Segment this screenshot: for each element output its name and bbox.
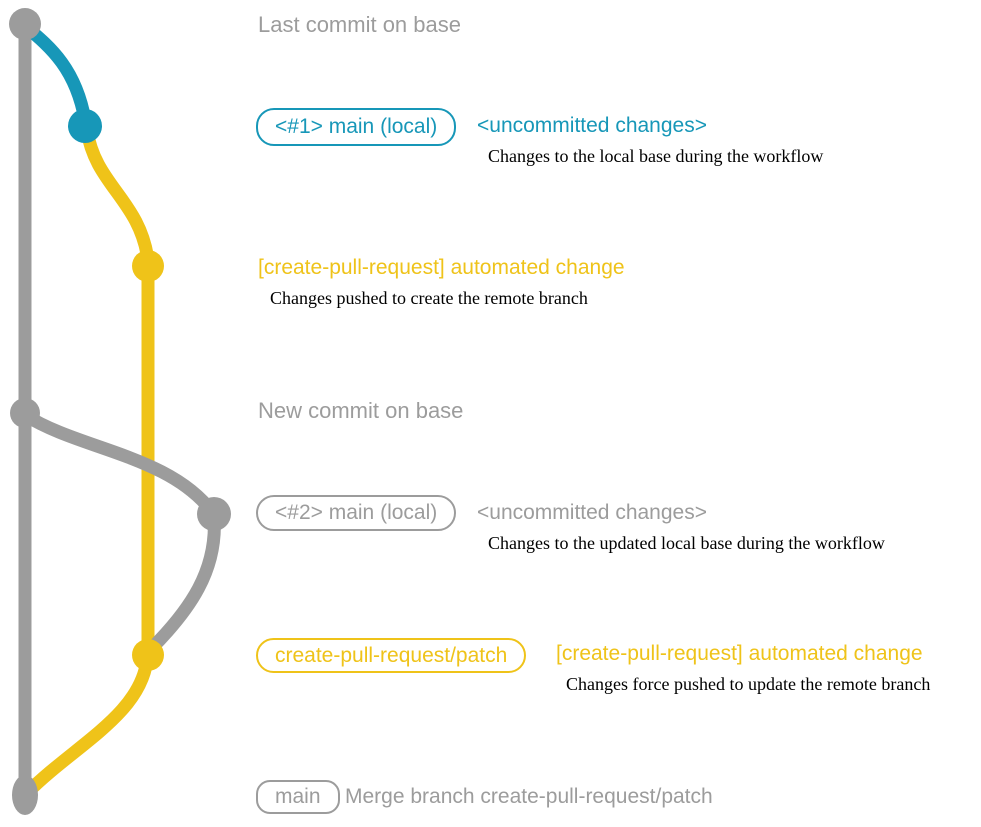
uncommitted-changes-label-1: <uncommitted changes> bbox=[477, 114, 707, 137]
last-commit-on-base-label: Last commit on base bbox=[258, 12, 461, 37]
automated-change-desc-1: Changes pushed to create the remote bran… bbox=[270, 288, 588, 308]
local-main2-rebase-curve bbox=[143, 509, 221, 657]
commit-node-automated-change1 bbox=[132, 250, 164, 282]
uncommitted-changes-desc-1: Changes to the local base during the wor… bbox=[488, 146, 824, 166]
merge-branch-curve bbox=[20, 653, 154, 800]
badge-main: main bbox=[256, 780, 340, 814]
new-commit-on-base-label: New commit on base bbox=[258, 398, 464, 423]
commit-graph bbox=[9, 8, 231, 815]
automated-change-label-2: [create-pull-request] automated change bbox=[556, 642, 923, 665]
commit-node-local-main2 bbox=[197, 497, 231, 531]
uncommitted-changes-label-2: <uncommitted changes> bbox=[477, 501, 707, 524]
badge-local-main-1: <#1> main (local) bbox=[256, 108, 457, 146]
commit-node-last-base bbox=[9, 8, 41, 40]
local-main1-branch-curve bbox=[18, 19, 92, 127]
badge-create-pull-request-patch: create-pull-request/patch bbox=[256, 638, 527, 673]
merge-branch-label: Merge branch create-pull-request/patch bbox=[345, 785, 713, 808]
uncommitted-changes-desc-2: Changes to the updated local base during… bbox=[488, 533, 885, 553]
commit-node-local-main1 bbox=[68, 109, 102, 143]
automated-change-desc-2: Changes force pushed to update the remot… bbox=[566, 674, 931, 694]
remote-branch-curve-top bbox=[80, 123, 155, 267]
commit-node-new-base bbox=[10, 398, 40, 428]
badge-local-main-2: <#2> main (local) bbox=[256, 495, 457, 531]
commit-node-merge bbox=[12, 775, 38, 815]
automated-change-label-1: [create-pull-request] automated change bbox=[258, 256, 625, 279]
local-main2-branch-curve bbox=[18, 408, 220, 520]
commit-node-automated-change2 bbox=[132, 639, 164, 671]
